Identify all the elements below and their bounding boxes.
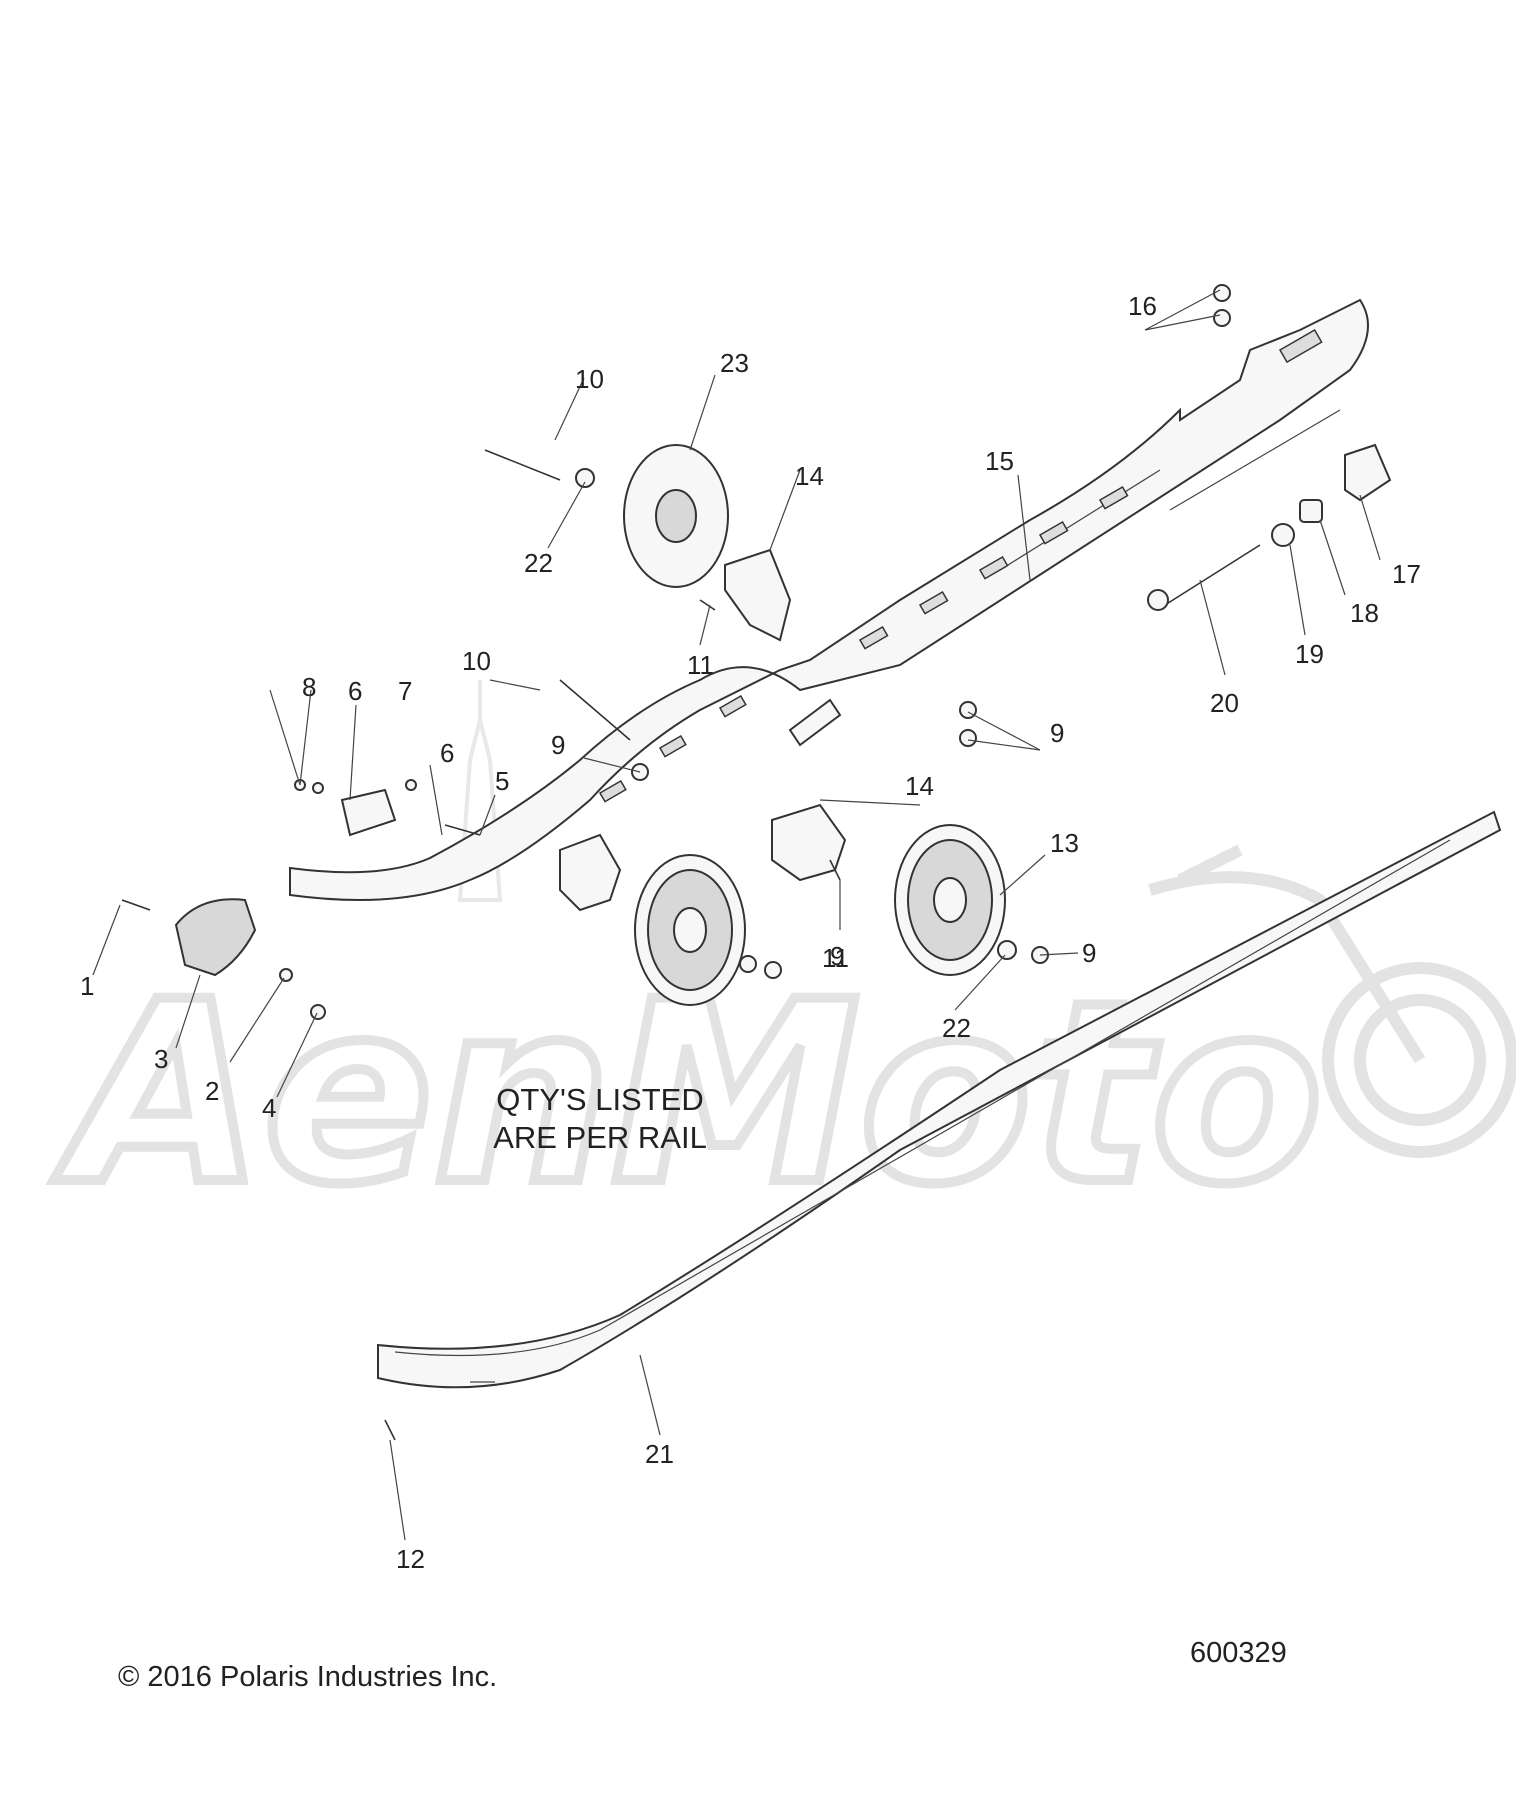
qty-note: QTY'S LISTED ARE PER RAIL (493, 1082, 707, 1155)
watermark: AenMoto (48, 680, 1516, 1244)
callout-9c: 9 (1082, 938, 1096, 968)
callout-10b: 10 (462, 646, 491, 676)
ski-part-21 (377, 810, 1502, 1389)
callout-9d: 9 (830, 941, 844, 971)
callout-14a: 14 (795, 461, 824, 491)
wheel-part-13-left (634, 854, 746, 1006)
leader-lines (92, 289, 1381, 1541)
rail-slots (598, 328, 1323, 803)
callout-18: 18 (1350, 598, 1379, 628)
callout-22a: 22 (524, 548, 553, 578)
callout-19: 19 (1295, 639, 1324, 669)
callout-16: 16 (1128, 291, 1157, 321)
callout-10a: 10 (575, 364, 604, 394)
callout-5: 5 (495, 766, 509, 796)
copyright-text: © 2016 Polaris Industries Inc. (118, 1661, 497, 1693)
callout-23: 23 (720, 348, 749, 378)
callout-3: 3 (154, 1044, 168, 1074)
callout-1: 1 (80, 971, 94, 1001)
callout-21: 21 (645, 1439, 674, 1469)
callout-4: 4 (262, 1093, 276, 1123)
callout-6a: 6 (348, 676, 362, 706)
callout-20: 20 (1210, 688, 1239, 718)
callout-7: 7 (398, 676, 412, 706)
pulley-part-23 (623, 444, 729, 588)
diagram-id: 600329 (1190, 1637, 1287, 1669)
callout-13: 13 (1050, 828, 1079, 858)
callout-11b: 11 (822, 943, 849, 973)
callout-9b: 9 (1050, 718, 1064, 748)
callout-6b: 6 (440, 738, 454, 768)
callout-8: 8 (302, 672, 316, 702)
wheel-part-13-right (894, 824, 1006, 976)
callout-11a: 11 (687, 650, 714, 680)
callout-9a: 9 (551, 730, 565, 760)
shaft-part-14-lower (559, 803, 847, 912)
hardware (121, 284, 1392, 1441)
qty-note-line-1: QTY'S LISTED (496, 1082, 703, 1117)
rail-part-15 (289, 298, 1369, 901)
callout-14b: 14 (905, 771, 934, 801)
callout-15: 15 (985, 446, 1014, 476)
callout-22b: 22 (942, 1013, 971, 1043)
callout-2: 2 (205, 1076, 219, 1106)
callout-17: 17 (1392, 559, 1421, 589)
callout-labels: 1 2 3 4 5 6 6 7 8 9 9 9 9 10 10 11 11 12… (80, 291, 1421, 1574)
callout-12: 12 (396, 1544, 425, 1574)
shaft-part-14-upper (724, 548, 792, 642)
qty-note-line-2: ARE PER RAIL (493, 1120, 707, 1155)
watermark-motorcycle-icon (1148, 844, 1516, 1158)
